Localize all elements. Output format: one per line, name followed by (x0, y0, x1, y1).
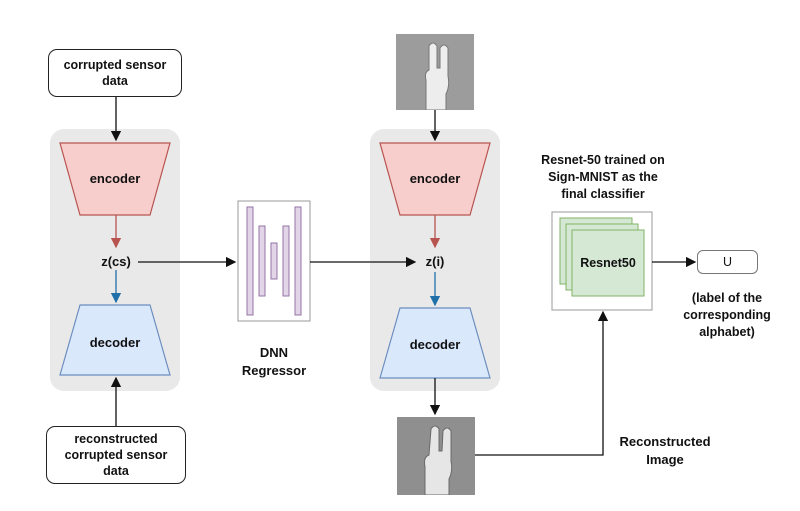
predicted-label-box: U (697, 250, 758, 274)
predicted-label-caption: (label of the corresponding alphabet) (683, 291, 771, 339)
right-encoder-label: encoder (409, 171, 461, 186)
reconstructed-image-label: Reconstructed Image (619, 434, 711, 467)
left-decoder-shape (59, 304, 171, 376)
right-decoder-shape (379, 307, 491, 379)
left-latent-label: z(cs) (101, 254, 131, 269)
left-encoder-shape (59, 142, 171, 216)
corrupted-sensor-data-box: corrupted sensor data (48, 49, 182, 97)
right-decoder-label: decoder (409, 337, 461, 352)
classifier-title: Resnet-50 trained on Sign-MNIST as the f… (541, 153, 665, 201)
input-hand-image (396, 34, 474, 110)
regressor-label: DNN Regressor (241, 345, 307, 378)
reconstructed-sensor-data-box: reconstructed corrupted sensor data (46, 426, 186, 484)
left-decoder-label: decoder (89, 335, 141, 350)
left-encoder-label: encoder (89, 171, 141, 186)
right-encoder-shape (379, 142, 491, 216)
reconstructed-hand-image (397, 417, 475, 495)
resnet-inner-label: Resnet50 (580, 256, 636, 270)
right-latent-label: z(i) (425, 254, 445, 269)
hand-sign-icon (397, 417, 475, 495)
hand-sign-icon (396, 34, 474, 110)
